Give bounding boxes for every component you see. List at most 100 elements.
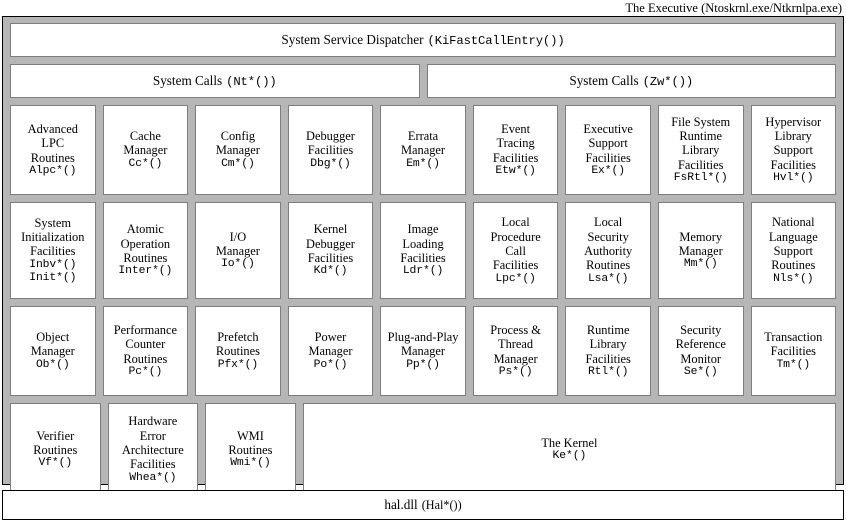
component-name-line: Language	[768, 229, 818, 244]
component-name-line: Tracing	[496, 136, 535, 151]
system-calls-nt-api: (Nt*())	[226, 74, 277, 89]
component-name-line: Errata	[407, 129, 439, 143]
component-name-line: Loading	[402, 236, 444, 251]
component-name-line: Image	[407, 222, 439, 237]
component-name-line: Performance	[113, 322, 177, 337]
component-name-line: Process &	[490, 322, 541, 337]
system-service-dispatcher-box: System Service Dispatcher (KiFastCallEnt…	[10, 23, 836, 57]
component-api-prefix: Etw*()	[495, 164, 536, 177]
component-name-line: Library	[682, 143, 720, 158]
component-name-line: System	[34, 215, 72, 230]
component-api-prefix: Ob*()	[35, 358, 70, 371]
component-name-line: Prefetch	[217, 330, 259, 344]
component-api-prefix: Po*()	[313, 358, 348, 371]
component-name-line: Thread	[498, 337, 534, 352]
dispatcher-api: (KiFastCallEntry())	[427, 33, 565, 48]
component-api-prefix: Pfx*()	[217, 358, 259, 371]
component-api-prefix: Se*()	[683, 365, 718, 378]
hal-text: hal.dll (Hal*())	[384, 497, 461, 513]
component-name-line: Error	[139, 428, 166, 443]
component-name-line: Facilities	[492, 150, 539, 165]
component-api-prefix: Ex*()	[591, 164, 625, 177]
system-calls-nt-label: System Calls	[152, 72, 223, 88]
component-name-line: Manager	[30, 344, 75, 359]
component-name-line: Manager	[401, 143, 446, 158]
component-name-line: Routines	[30, 150, 75, 165]
system-calls-nt-box: System Calls (Nt*())	[10, 64, 420, 98]
diagram-caption: The Executive (Ntoskrnl.exe/Ntkrnlpa.exe…	[625, 1, 842, 15]
component-api-prefix: Pp*()	[406, 358, 440, 371]
component-name-line: Local	[501, 215, 530, 230]
component-name-line: Hardware	[128, 414, 178, 429]
component-api-prefix: Cc*()	[128, 157, 163, 170]
component-name-line: Runtime	[679, 129, 723, 143]
component-name-line: Hypervisor	[765, 114, 822, 129]
component-name-line: Support	[588, 136, 628, 151]
component-name-line: Authority	[584, 243, 633, 258]
component-name-line: Facilities	[678, 157, 724, 172]
component-name-line: Call	[505, 243, 526, 258]
component-name-line: Facilities	[307, 143, 354, 158]
component-api-prefix: Alpc*()	[29, 164, 77, 177]
system-calls-zw-api: (Zw*())	[642, 74, 694, 89]
component-name-line: National	[771, 215, 815, 230]
component-name-line: Routines	[586, 258, 631, 273]
component-name-line: Manager	[678, 243, 723, 258]
component-name-line: Verifier	[36, 428, 75, 443]
component-api-prefix: Lsa*()	[587, 272, 629, 285]
system-calls-zw-text: System Calls (Zw*())	[569, 73, 693, 89]
component-name-line: Routines	[123, 351, 168, 366]
component-name-line: Facilities	[770, 157, 816, 172]
component-name-line: Debugger	[306, 129, 355, 143]
component-name-line: Runtime	[586, 322, 630, 337]
component-name-line: Facilities	[770, 344, 816, 359]
component-api-prefix: Em*()	[406, 157, 440, 170]
component-api-prefix: Inter*()	[118, 265, 173, 278]
component-name-line: Power	[314, 330, 347, 344]
component-name-line: Debugger	[306, 236, 355, 251]
component-api-prefix: Tm*()	[776, 358, 811, 371]
component-name-line: Security	[587, 229, 629, 244]
component-name-line: Facilities	[400, 251, 446, 266]
component-name-line: Atomic	[126, 222, 164, 237]
component-name-line: Manager	[215, 143, 260, 158]
component-name-line: Manager	[401, 344, 446, 359]
component-api-prefix: Cm*()	[221, 157, 255, 170]
component-name-line: LPC	[41, 136, 65, 151]
component-name-line: Plug-and-Play	[387, 330, 459, 344]
component-name-line: Kernel	[313, 222, 348, 237]
system-calls-zw-box: System Calls (Zw*())	[426, 64, 836, 98]
component-api-prefix: Ldr*()	[402, 265, 444, 278]
component-name-line: Support	[773, 143, 813, 158]
component-name-line: Executive	[583, 121, 633, 136]
component-name-line: Config	[220, 129, 256, 143]
component-api-prefix: Ke*()	[552, 450, 587, 463]
component-name-line: Support	[773, 243, 813, 258]
component-api-prefix: Ps*()	[498, 365, 533, 378]
component-name-line: Library	[589, 337, 627, 352]
component-api-prefix: Dbg*()	[310, 157, 351, 170]
